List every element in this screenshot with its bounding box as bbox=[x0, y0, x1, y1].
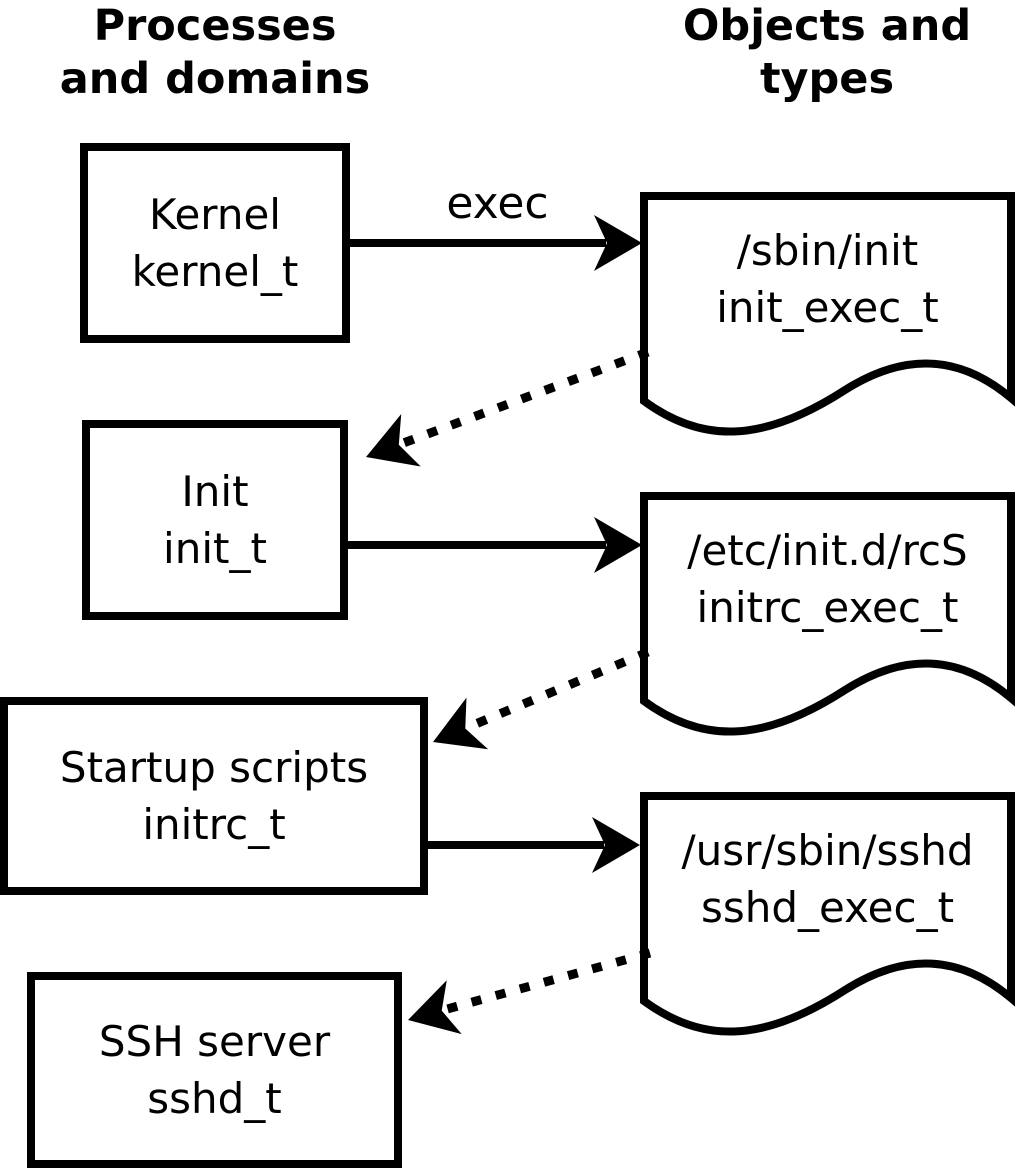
object-type: sshd_exec_t bbox=[700, 883, 955, 932]
arrow-sshd-to-ssh-server bbox=[408, 948, 652, 1035]
process-type: initrc_t bbox=[142, 800, 286, 849]
process-name: Startup scripts bbox=[59, 743, 369, 792]
process-name: Init bbox=[181, 467, 249, 516]
process-box-init: Init init_t bbox=[82, 420, 348, 620]
heading-line: Processes bbox=[93, 1, 337, 51]
heading-line: types bbox=[759, 54, 895, 104]
arrow-kernel-to-sbin-init bbox=[350, 215, 642, 271]
object-path: /etc/init.d/rcS bbox=[687, 526, 968, 575]
document-shape-usr-sbin-sshd bbox=[640, 792, 1015, 1036]
process-box-kernel: Kernel kernel_t bbox=[80, 143, 350, 343]
object-path: /sbin/init bbox=[736, 226, 919, 275]
object-label-sbin-init: /sbin/init init_exec_t bbox=[644, 222, 1011, 336]
process-name: SSH server bbox=[98, 1017, 331, 1066]
document-shape-etc-initd-rcs bbox=[640, 492, 1015, 736]
process-type: sshd_t bbox=[147, 1074, 282, 1123]
heading-line: and domains bbox=[59, 54, 371, 104]
object-type: initrc_exec_t bbox=[696, 583, 959, 632]
arrow-rcs-to-startup bbox=[433, 647, 650, 750]
process-box-startup-scripts: Startup scripts initrc_t bbox=[0, 697, 428, 895]
process-name: Kernel bbox=[149, 190, 281, 239]
object-path: /usr/sbin/sshd bbox=[681, 826, 974, 875]
process-type: init_t bbox=[163, 524, 267, 573]
heading-processes-and-domains: Processes and domains bbox=[0, 0, 430, 106]
arrow-startup-to-sshd bbox=[427, 817, 640, 873]
process-type: kernel_t bbox=[131, 247, 299, 296]
object-label-etc-initd-rcs: /etc/init.d/rcS initrc_exec_t bbox=[644, 522, 1011, 636]
document-shape-sbin-init bbox=[640, 192, 1015, 436]
process-box-ssh-server: SSH server sshd_t bbox=[27, 972, 402, 1168]
edge-label-exec: exec bbox=[446, 178, 549, 229]
arrow-init-to-rcs bbox=[348, 517, 642, 573]
object-type: init_exec_t bbox=[716, 283, 939, 332]
heading-objects-and-types: Objects and types bbox=[627, 0, 1024, 106]
arrow-sbin-init-to-init bbox=[366, 347, 650, 467]
object-label-usr-sbin-sshd: /usr/sbin/sshd sshd_exec_t bbox=[644, 822, 1011, 936]
heading-line: Objects and bbox=[682, 1, 972, 51]
